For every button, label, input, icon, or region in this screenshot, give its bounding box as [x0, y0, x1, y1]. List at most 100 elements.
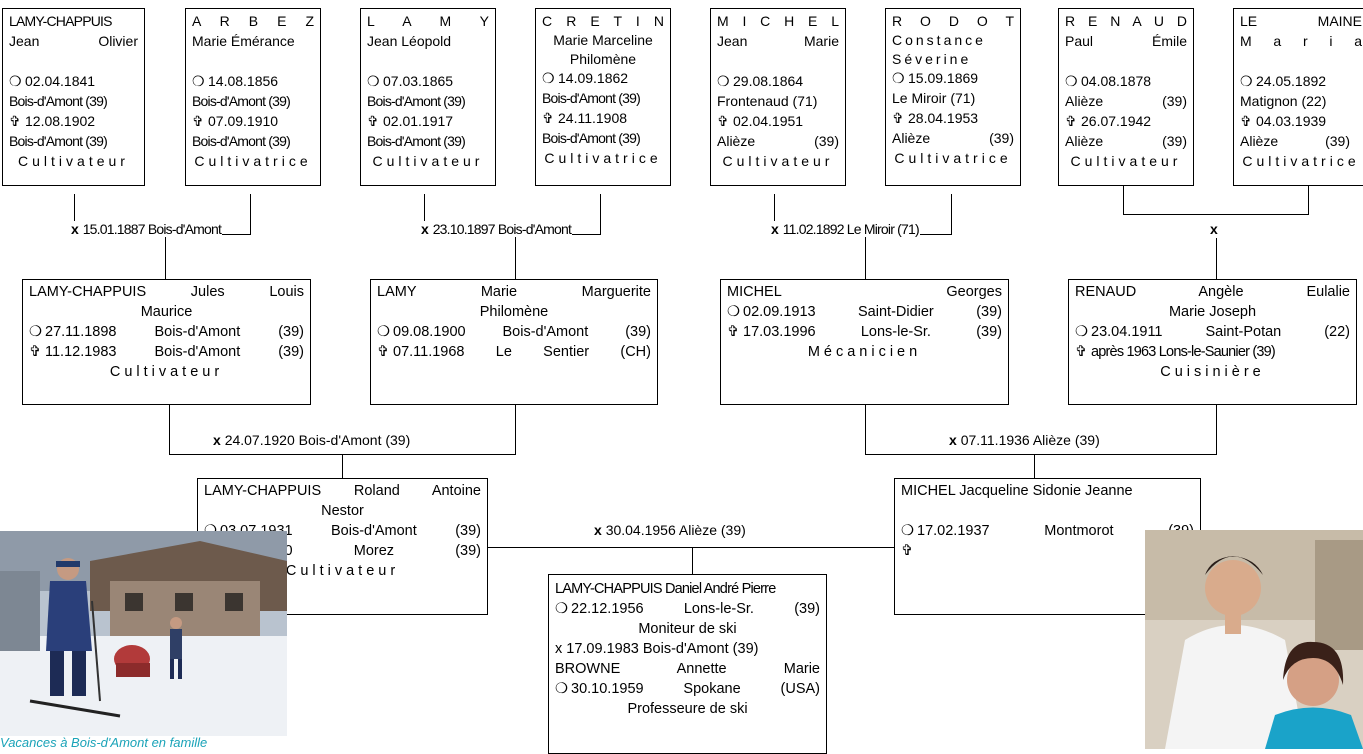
birth-icon: ❍ — [555, 601, 568, 617]
birth-place: Bois-d'Amont (39) — [542, 90, 641, 106]
person-name-cont: Maurice — [140, 304, 193, 320]
birth-icon: ❍ — [727, 304, 740, 320]
person-firstnames: Marie Émérance — [192, 33, 295, 49]
birth-icon: ❍ — [717, 73, 730, 89]
person-card: M I C H E L Jean Marie ❍29.08.1864 Front… — [710, 8, 846, 186]
occupation: Cultivatrice — [544, 150, 662, 166]
birth-place: Bois-d'Amont (39) — [192, 93, 291, 109]
death-icon: ✞ — [29, 344, 42, 360]
death-date: 24.11.1908 — [558, 110, 628, 126]
birth-icon: ❍ — [377, 324, 390, 340]
birth-date: 24.05.1892 — [1256, 73, 1327, 89]
person-card: LAMY-CHAPPUIS Jean Olivier ❍02.04.1841 B… — [2, 8, 145, 186]
birth-date: 15.09.1869 — [908, 70, 979, 86]
connector — [1216, 405, 1217, 455]
death-info: après 1963 Lons-le-Saunier (39) — [1091, 344, 1276, 360]
person-card: C R E T I N Marie Marceline Philomène ❍1… — [535, 8, 671, 186]
person-name: LAMY-CHAPPUIS Daniel André Pierre — [555, 581, 776, 597]
birth-icon: ❍ — [1065, 73, 1078, 89]
birth-info: 09.08.1900 Bois-d'Amont (39) — [393, 324, 651, 340]
death-info: 17.03.1996 Lons-le-Sr. (39) — [743, 324, 1002, 340]
portrait-photo — [1145, 530, 1363, 749]
death-date: 12.08.1902 — [25, 113, 96, 129]
connector — [165, 234, 166, 279]
birth-icon: ❍ — [192, 73, 205, 89]
death-icon: ✞ — [1065, 113, 1077, 129]
person-surname: R E N A U D — [1065, 13, 1187, 29]
death-icon: ✞ — [1075, 344, 1087, 360]
person-surname: L A M Y — [367, 13, 489, 29]
connector — [487, 547, 895, 548]
occupation: Cultivateur — [722, 153, 834, 169]
occupation: Cultivatrice — [194, 153, 312, 169]
connector — [600, 194, 601, 235]
person-card: MICHEL Georges ❍02.09.1913 Saint-Didier … — [720, 279, 1009, 405]
death-place: Alièze (39) — [1065, 133, 1187, 149]
occupation: Cultivateur — [109, 364, 224, 380]
marriage-label: x — [1209, 221, 1219, 237]
death-date: 02.01.1917 — [383, 113, 454, 129]
death-icon: ✞ — [901, 543, 914, 559]
birth-date: 14.08.1856 — [208, 73, 279, 89]
death-info: 07.11.1968 Le Sentier (CH) — [393, 344, 651, 360]
birth-date: 04.08.1878 — [1081, 73, 1152, 89]
person-card: L A M Y Jean Léopold ❍07.03.1865 Bois-d'… — [360, 8, 496, 186]
birth-icon: ❍ — [29, 324, 42, 340]
connector — [169, 405, 170, 455]
death-place: Alièze (39) — [717, 133, 839, 149]
birth-date: 14.09.1862 — [558, 70, 629, 86]
birth-place: Bois-d'Amont (39) — [367, 93, 466, 109]
occupation: Cultivateur — [1070, 153, 1182, 169]
person-surname: M I C H E L — [717, 13, 839, 29]
death-info: 11.12.1983 Bois-d'Amont (39) — [45, 344, 304, 360]
connector — [74, 194, 75, 235]
person-firstnames: M a r i a — [1240, 33, 1362, 49]
birth-icon: ❍ — [367, 73, 380, 89]
death-icon: ✞ — [9, 113, 21, 129]
birth-icon: ❍ — [901, 523, 914, 539]
birth-icon: ❍ — [1075, 324, 1088, 340]
connector — [1123, 184, 1124, 215]
spouse-occupation: Professeure de ski — [627, 701, 748, 717]
birth-place: Bois-d'Amont (39) — [9, 93, 108, 109]
occupation: Cultivateur — [372, 153, 484, 169]
death-icon: ✞ — [367, 113, 379, 129]
subject-card: LAMY-CHAPPUIS Daniel André Pierre ❍22.12… — [548, 574, 827, 754]
connector — [692, 547, 693, 574]
birth-info: 02.09.1913 Saint-Didier (39) — [743, 304, 1002, 320]
marriage-label: x 24.07.1920 Bois-d'Amont (39) — [212, 432, 412, 448]
birth-icon: ❍ — [542, 70, 555, 86]
occupation: Cultivateur — [18, 153, 129, 169]
occupation: Cultivatrice — [1242, 153, 1360, 169]
connector — [515, 234, 516, 279]
person-name-cont: Philomène — [479, 304, 549, 320]
person-name: LAMY-CHAPPUIS Jules Louis — [29, 284, 304, 300]
occupation: Cultivateur — [285, 563, 400, 579]
connector — [1216, 238, 1217, 279]
person-firstnames: Jean Léopold — [367, 33, 452, 49]
connector — [951, 194, 952, 235]
person-card: LAMY-CHAPPUIS Jules Louis Maurice ❍27.11… — [22, 279, 311, 405]
person-card: LAMY Marie Marguerite Philomène ❍09.08.1… — [370, 279, 658, 405]
birth-icon: ❍ — [555, 681, 568, 697]
person-surname: LE MAINE — [1240, 13, 1362, 29]
marriage-label: x 30.04.1956 Alièze (39) — [593, 522, 747, 538]
birth-info: 22.12.1956 Lons-le-Sr. (39) — [571, 601, 820, 617]
person-name: MICHEL Jacqueline Sidonie Jeanne — [901, 483, 1133, 499]
person-firstnames: Marie Marceline Philomène — [553, 32, 653, 67]
death-place: Alièze (39) — [1240, 133, 1350, 149]
occupation: Mécanicien — [807, 344, 922, 360]
death-icon: ✞ — [892, 110, 904, 126]
death-place: Bois-d'Amont (39) — [542, 130, 641, 146]
birth-place: Le Miroir (71) — [892, 90, 976, 106]
death-date: 28.04.1953 — [908, 110, 979, 126]
person-firstnames: Jean Marie — [717, 33, 839, 49]
death-place: Bois-d'Amont (39) — [9, 133, 108, 149]
connector — [515, 405, 516, 455]
person-card: A R B E Z Marie Émérance ❍14.08.1856 Boi… — [185, 8, 321, 186]
death-icon: ✞ — [1240, 113, 1252, 129]
connector — [424, 194, 425, 235]
connector — [865, 405, 866, 455]
person-card: R O D O T Constance Séverine ❍15.09.1869… — [885, 8, 1021, 186]
connector — [1123, 214, 1309, 215]
